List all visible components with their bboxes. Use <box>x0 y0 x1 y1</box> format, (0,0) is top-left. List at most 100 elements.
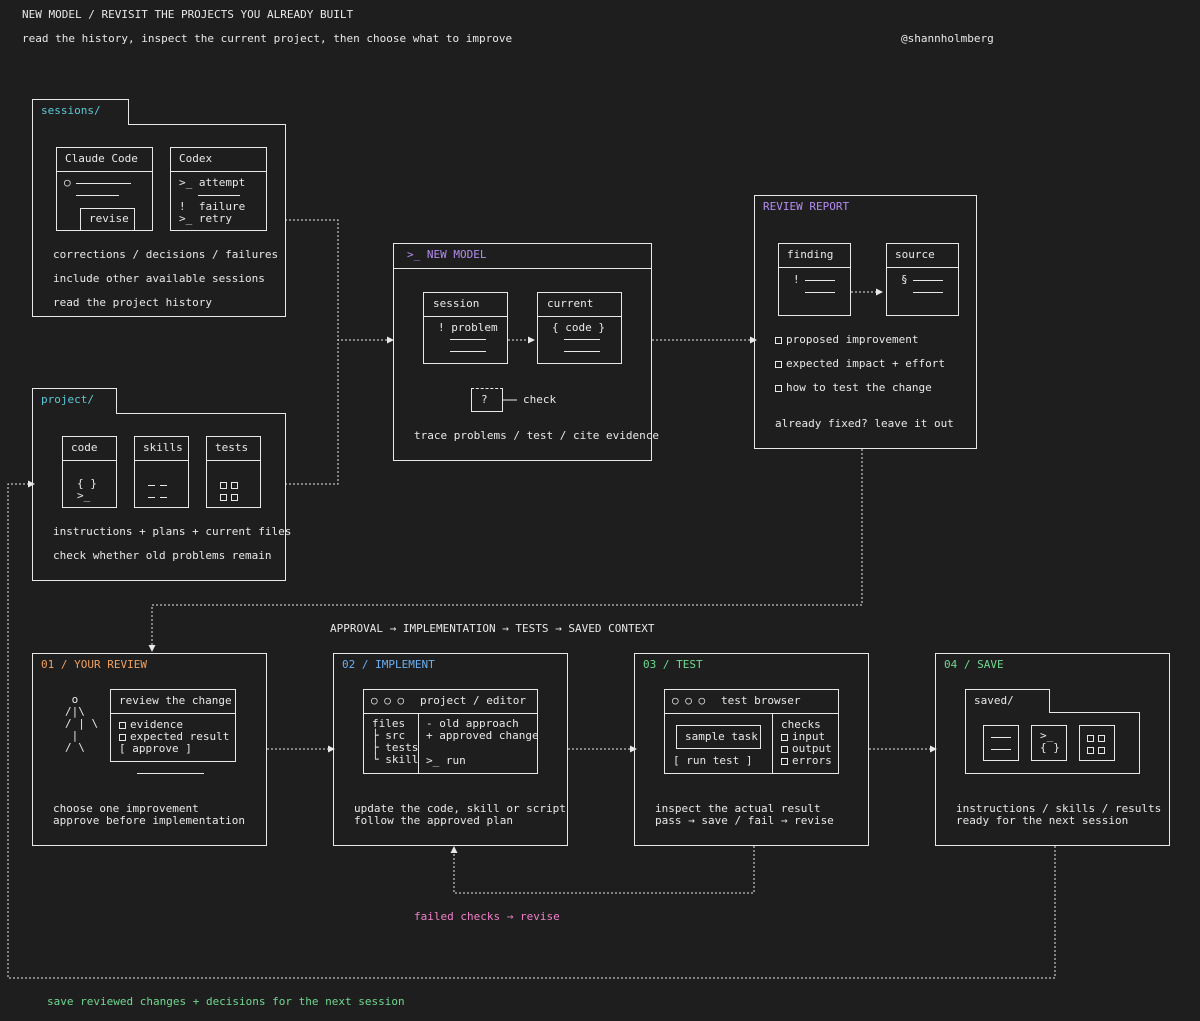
tests-card <box>206 436 261 508</box>
test-window-title: test browser <box>721 694 801 707</box>
tests-grid-icon <box>220 478 242 492</box>
report-footer: already fixed? leave it out <box>775 417 954 430</box>
current-title: current <box>547 297 594 310</box>
code-braces-icon: { } <box>77 477 97 490</box>
diff-view: - old approach + approved change <box>426 717 539 742</box>
check-input: input <box>781 730 825 744</box>
new-model-title: >_ NEW MODEL <box>407 248 487 261</box>
new-model-footer: trace problems / test / cite evidence <box>414 429 660 442</box>
claude-code-card <box>56 147 153 231</box>
step-test-title: 03 / TEST <box>643 658 703 671</box>
wire-report-to-review <box>148 449 863 652</box>
new-model-box <box>393 243 652 461</box>
project-line-2: check whether old problems remain <box>53 549 272 562</box>
codex-card <box>170 147 267 231</box>
step-test-box <box>634 653 869 846</box>
current-card <box>537 292 622 364</box>
check-errors: errors <box>781 754 832 768</box>
saved-folder-label: saved/ <box>974 694 1014 707</box>
step-save-box <box>935 653 1170 846</box>
session-card <box>423 292 508 364</box>
sessions-folder-label: sessions/ <box>41 104 101 117</box>
bottom-save-label: save reviewed changes + decisions for th… <box>47 995 405 1008</box>
finding-card <box>778 243 851 316</box>
session-problem: ! problem <box>438 321 498 334</box>
saved-doc-icon <box>983 725 1019 761</box>
skills-title: skills <box>143 441 183 454</box>
sessions-folder-tab <box>32 99 129 125</box>
sample-task-field <box>676 725 761 749</box>
step-test-line-1: inspect the actual result <box>655 802 821 815</box>
editor-window <box>363 689 538 774</box>
author-handle: @shannholmberg <box>901 32 994 45</box>
check-label: check <box>523 393 557 406</box>
wire-sessions-to-model <box>285 219 394 344</box>
run-command: >_ run <box>426 754 466 767</box>
wire-save-to-project <box>7 480 1056 979</box>
step-test-line-2: pass → save / fail → revise <box>655 814 834 827</box>
person-figure-icon: o /|\ / | \ | / \ <box>65 693 99 754</box>
skills-card <box>134 436 189 508</box>
test-window-dots-icon: ○ ○ ○ <box>672 694 706 707</box>
step-review-box <box>32 653 267 846</box>
question-icon: ? <box>481 393 488 406</box>
review-report-title: REVIEW REPORT <box>763 200 850 213</box>
check-box <box>471 388 503 412</box>
saved-folder-tab <box>965 689 1050 713</box>
wire-fail-loop <box>450 846 755 894</box>
step-review-line-1: choose one improvement <box>53 802 199 815</box>
test-browser-window <box>664 689 839 774</box>
page-subtitle: read the history, inspect the current pr… <box>22 32 513 45</box>
code-title: code <box>71 441 98 454</box>
report-item-1: proposed improvement <box>775 333 918 347</box>
code-card <box>62 436 117 508</box>
source-card <box>886 243 959 316</box>
sessions-line-1: corrections / decisions / failures <box>53 248 279 261</box>
wire-project-to-model <box>285 340 339 485</box>
sample-task-label: sample task <box>685 730 758 743</box>
file-tree: files ├ src ├ tests └ skill <box>372 717 419 766</box>
code-prompt-icon: >_ <box>77 489 91 502</box>
review-item-evidence: evidence <box>119 718 183 732</box>
step-save-line-1: instructions / skills / results <box>956 802 1162 815</box>
editor-window-dots-icon: ○ ○ ○ <box>371 694 405 707</box>
project-line-1: instructions + plans + current files <box>53 525 292 538</box>
page-title: NEW MODEL / REVISIT THE PROJECTS YOU ALR… <box>22 8 354 21</box>
step-implement-line-1: update the code, skill or script <box>354 802 566 815</box>
report-item-2: expected impact + effort <box>775 357 945 371</box>
step-save-title: 04 / SAVE <box>944 658 1004 671</box>
saved-grid-icon <box>1079 725 1115 761</box>
project-folder-tab <box>32 388 117 414</box>
checks-title: checks <box>781 718 821 731</box>
project-folder-body <box>32 413 286 581</box>
review-panel <box>110 689 236 762</box>
claude-circle-icon: ○ <box>64 176 71 189</box>
fail-loop-label: failed checks → revise <box>414 910 560 923</box>
saved-folder-body <box>965 712 1140 774</box>
claude-revise-box <box>80 208 135 230</box>
project-folder-label: project/ <box>41 393 94 406</box>
review-item-expected: expected result <box>119 730 229 744</box>
section-sign-icon: § <box>901 273 908 286</box>
sessions-folder-body <box>32 124 286 317</box>
codex-line-attempt: >_ attempt <box>179 176 246 189</box>
sessions-line-3: read the project history <box>53 296 212 309</box>
step-implement-title: 02 / IMPLEMENT <box>342 658 435 671</box>
pipeline-label: APPROVAL → IMPLEMENTATION → TESTS → SAVE… <box>330 622 655 635</box>
report-item-3: how to test the change <box>775 381 932 395</box>
codex-line-failure: ! failure <box>179 200 246 213</box>
step-implement-box <box>333 653 568 846</box>
source-title: source <box>895 248 935 261</box>
saved-code-icon <box>1031 725 1067 761</box>
review-report-box <box>754 195 977 449</box>
review-panel-title: review the change <box>119 694 232 707</box>
step-review-title: 01 / YOUR REVIEW <box>41 658 147 671</box>
codex-title: Codex <box>179 152 213 165</box>
run-test-button: [ run test ] <box>673 754 753 767</box>
claude-code-title: Claude Code <box>65 152 138 165</box>
session-title: session <box>433 297 480 310</box>
finding-title: finding <box>787 248 834 261</box>
current-code: { code } <box>552 321 605 334</box>
editor-window-title: project / editor <box>420 694 526 707</box>
